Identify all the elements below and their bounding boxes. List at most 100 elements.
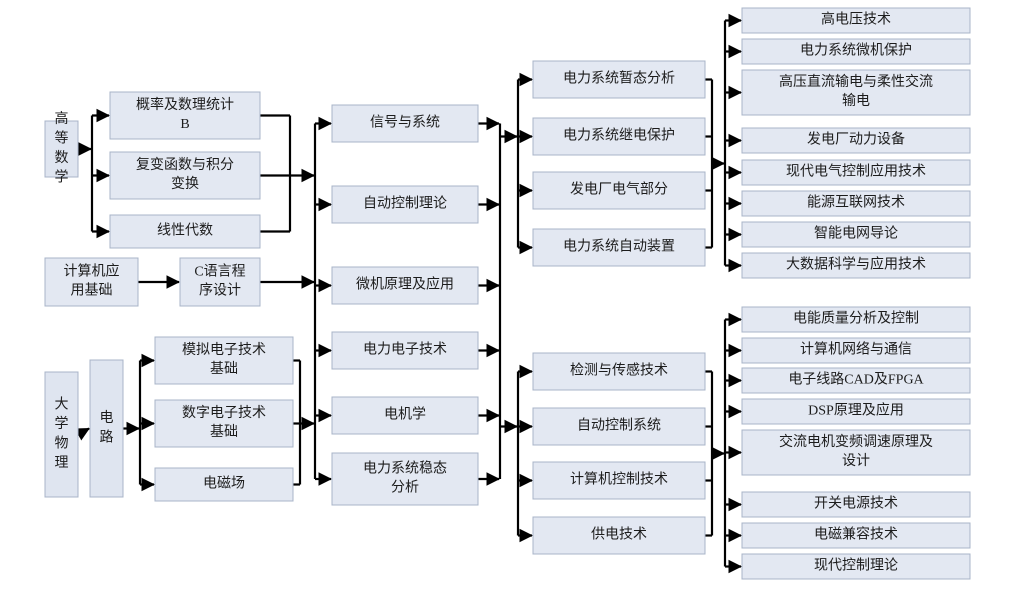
node-zantaifenxi[interactable]: 电力系统暂态分析 (532, 60, 706, 99)
connector-layer (74, 13, 743, 574)
node-label: 电磁场 (203, 476, 245, 492)
node-daxuewuli[interactable]: 大学物理 (44, 371, 79, 498)
node-label: 交流电机变频调速原理及设计 (779, 433, 933, 469)
node-dsp[interactable]: DSP原理及应用 (741, 398, 971, 425)
node-rect (741, 367, 971, 394)
node-rect (741, 252, 971, 279)
node-label: 能源互联网技术 (807, 195, 905, 211)
node-zhinengdianwang[interactable]: 智能电网导论 (741, 221, 971, 248)
node-label: 计算机控制技术 (570, 472, 668, 488)
node-label: 自动控制理论 (363, 196, 447, 212)
node-label: 现代电气控制应用技术 (786, 163, 926, 180)
node-rect (741, 429, 971, 476)
node-rect (741, 553, 971, 580)
node-fadianchangdianqi[interactable]: 发电厂电气部分 (532, 171, 706, 210)
node-zidongzhuangzhi[interactable]: 电力系统自动装置 (532, 228, 706, 267)
node-label: 电机学 (384, 407, 426, 423)
node-gongdianjishu[interactable]: 供电技术 (532, 516, 706, 555)
node-donglishebei[interactable]: 发电厂动力设备 (741, 127, 971, 154)
node-jiaoliudianji[interactable]: 交流电机变频调速原理及设计 (741, 429, 971, 476)
node-rect (741, 127, 971, 154)
node-monidianzi[interactable]: 模拟电子技术基础 (154, 336, 294, 385)
node-diancichang[interactable]: 电磁场 (154, 467, 294, 502)
node-label: 电力系统自动装置 (563, 239, 675, 255)
node-dianjixue[interactable]: 电机学 (331, 396, 479, 435)
node-dianlu[interactable]: 电路 (89, 359, 124, 498)
node-fubian[interactable]: 复变函数与积分变换 (109, 151, 261, 200)
node-label: 电力系统继电保护 (563, 128, 675, 144)
node-rect (89, 359, 124, 498)
node-rect (532, 117, 706, 156)
node-wentaifenxi[interactable]: 电力系统稳态分析 (331, 452, 479, 506)
node-label: 大学物理 (55, 396, 69, 471)
node-rect (741, 69, 971, 116)
node-nengyuanhulianwang[interactable]: 能源互联网技术 (741, 190, 971, 217)
node-rect (741, 7, 971, 34)
node-shuzidianzi[interactable]: 数字电子技术基础 (154, 399, 294, 448)
node-gaoyazhiliu[interactable]: 高压直流输电与柔性交流输电 (741, 69, 971, 116)
node-rect (44, 371, 79, 498)
node-rect (109, 91, 261, 140)
node-label: C语言程序设计 (194, 264, 245, 299)
node-kaiguandianyuan[interactable]: 开关电源技术 (741, 491, 971, 518)
node-jidianbaohu[interactable]: 电力系统继电保护 (532, 117, 706, 156)
node-jisuanjikongzhi[interactable]: 计算机控制技术 (532, 461, 706, 500)
node-label: 计算机网络与通信 (800, 342, 912, 358)
node-rect (532, 516, 706, 555)
node-label: 现代控制理论 (814, 558, 898, 574)
node-rect (179, 257, 261, 307)
node-rect (741, 190, 971, 217)
node-cyuyan[interactable]: C语言程序设计 (179, 257, 261, 307)
node-xiandaidianqi[interactable]: 现代电气控制应用技术 (741, 159, 971, 186)
node-xinhaoyuxitong[interactable]: 信号与系统 (331, 104, 479, 143)
node-label: 发电厂电气部分 (570, 182, 668, 198)
node-dianlidianzi[interactable]: 电力电子技术 (331, 331, 479, 370)
node-gaodianya[interactable]: 高电压技术 (741, 7, 971, 34)
node-label: 电子线路CAD及FPGA (788, 372, 924, 388)
node-label: 电磁兼容技术 (814, 526, 898, 543)
node-diancijianrong[interactable]: 电磁兼容技术 (741, 522, 971, 549)
node-rect (741, 38, 971, 65)
node-rect (154, 467, 294, 502)
node-jisuanjiyingyongjichu[interactable]: 计算机应用基础 (44, 257, 139, 307)
node-zidongkongzhililun[interactable]: 自动控制理论 (331, 185, 479, 224)
link-wuli-to-dianlu (74, 427, 90, 441)
node-xiandaikongzhi[interactable]: 现代控制理论 (741, 553, 971, 580)
node-label: 电能质量分析及控制 (793, 311, 919, 327)
node-rect (532, 171, 706, 210)
node-jianceyuchuangan[interactable]: 检测与传感技术 (532, 352, 706, 391)
node-rect (741, 398, 971, 425)
node-rect (741, 337, 971, 364)
node-xianxingdaishu[interactable]: 线性代数 (109, 214, 261, 249)
node-label: 复变函数与积分变换 (136, 156, 234, 192)
node-jisuanjiwangluo[interactable]: 计算机网络与通信 (741, 337, 971, 364)
node-diannengzhiliang[interactable]: 电能质量分析及控制 (741, 306, 971, 333)
node-zidongkongzhixitong[interactable]: 自动控制系统 (532, 407, 706, 446)
node-label: 检测与传感技术 (570, 362, 668, 379)
node-label: DSP原理及应用 (808, 402, 904, 419)
node-label: 信号与系统 (370, 115, 440, 131)
node-rect (532, 352, 706, 391)
node-dashuju[interactable]: 大数据科学与应用技术 (741, 252, 971, 279)
node-rect (532, 407, 706, 446)
node-rect (44, 257, 139, 307)
node-label: 开关电源技术 (814, 496, 898, 512)
node-rect (331, 185, 479, 224)
node-weijibaohu[interactable]: 电力系统微机保护 (741, 38, 971, 65)
node-label: 线性代数 (157, 223, 213, 239)
node-label: 微机原理及应用 (356, 276, 454, 293)
node-label: 高等数学 (55, 110, 69, 186)
node-dianzixianlu[interactable]: 电子线路CAD及FPGA (741, 367, 971, 394)
node-label: 电力系统稳态分析 (363, 461, 447, 496)
node-rect (741, 306, 971, 333)
node-label: 电力系统微机保护 (800, 43, 912, 59)
node-label: 大数据科学与应用技术 (786, 256, 926, 273)
node-weijiyuanli[interactable]: 微机原理及应用 (331, 266, 479, 305)
node-rect (741, 522, 971, 549)
node-gaodengshuxue[interactable]: 高等数学 (44, 110, 79, 186)
node-label: 电力电子技术 (363, 342, 447, 358)
